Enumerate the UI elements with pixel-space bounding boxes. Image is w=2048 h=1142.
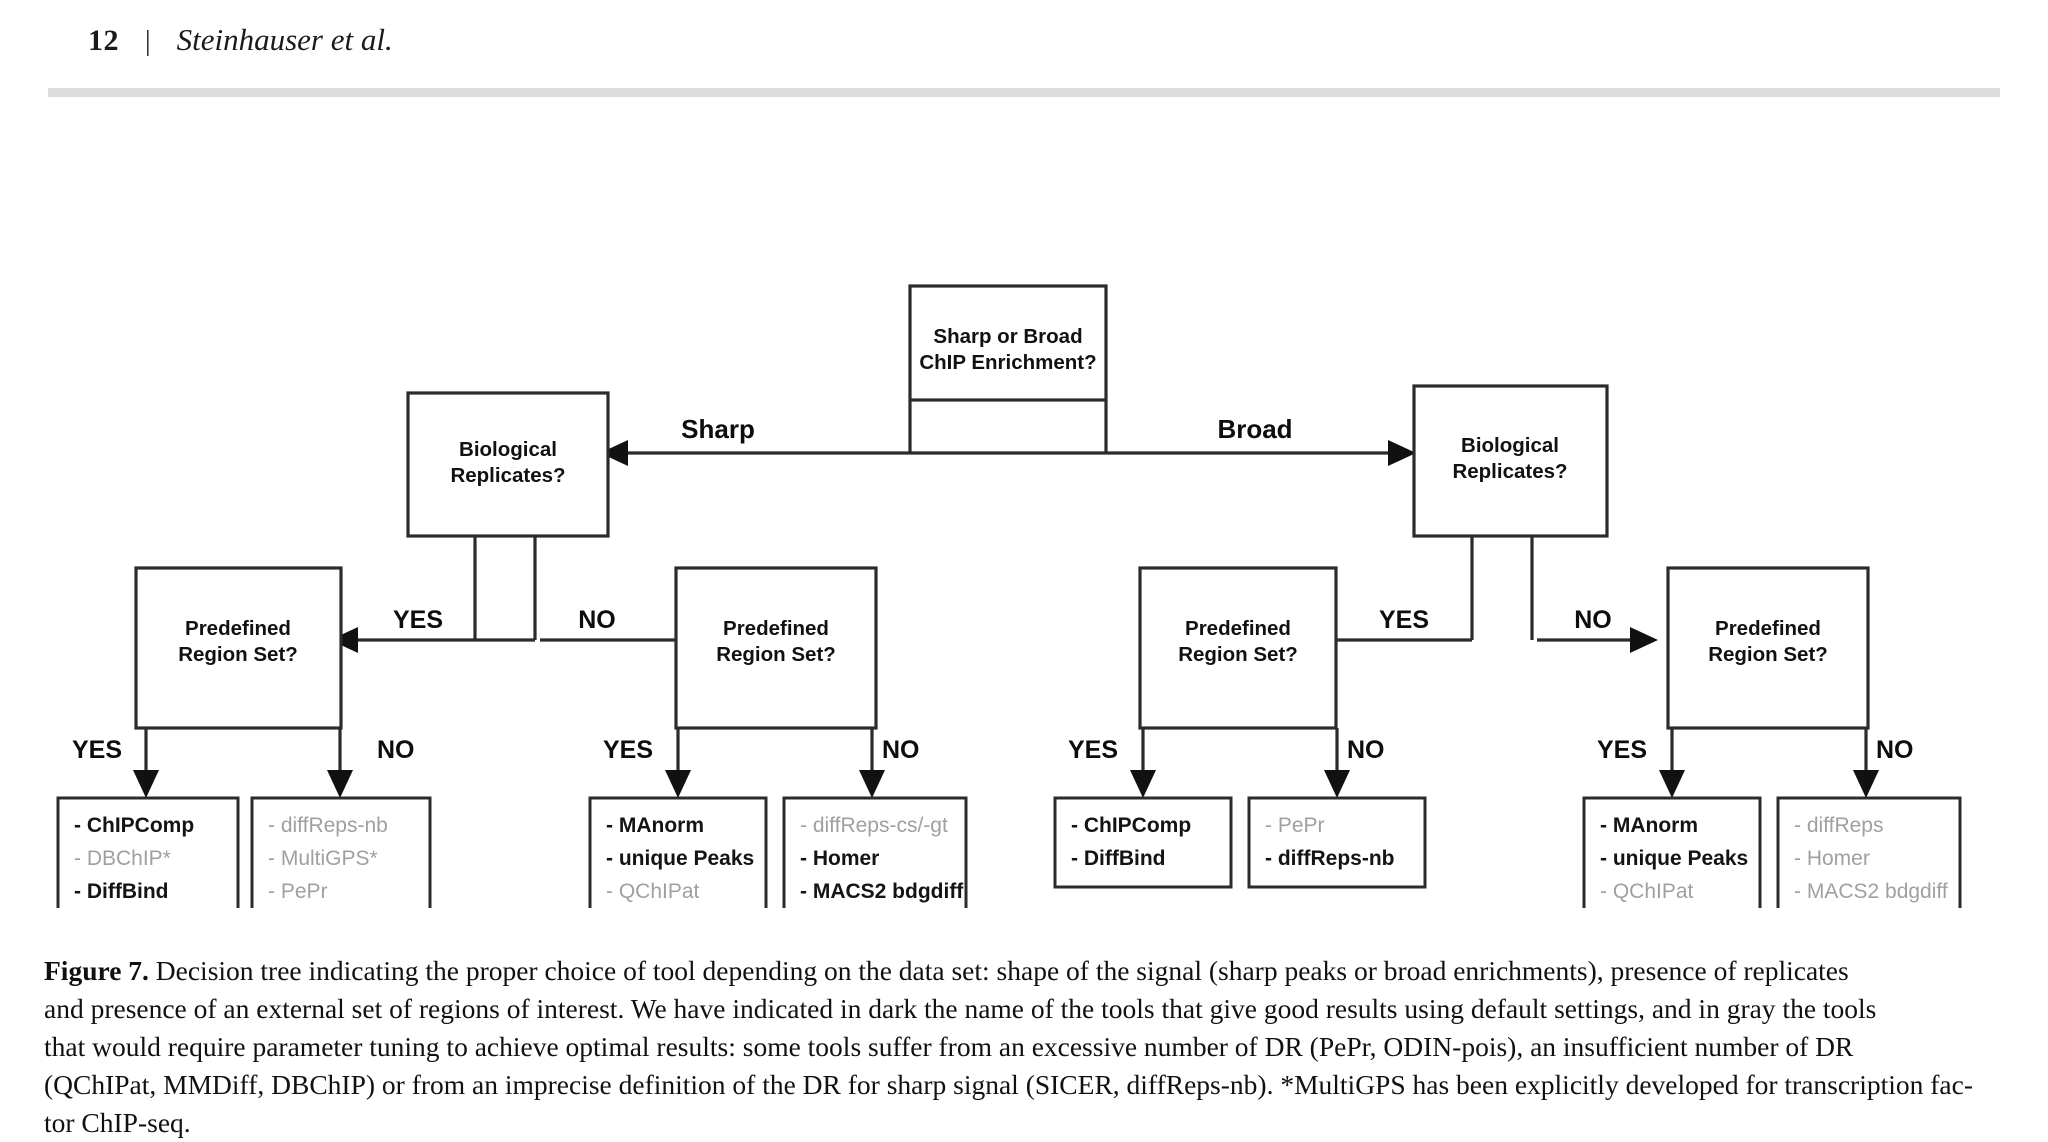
caption-line-3: that would require parameter tuning to a…: [44, 1031, 1854, 1062]
leaf-item: - MACS2 bdgdiff: [1794, 880, 1948, 903]
edge-label-sharp-no: NO: [578, 606, 616, 634]
leaf-box[interactable]: - diffReps-nb - MultiGPS* - PePr: [250, 796, 432, 908]
figure-decision-tree: Sharp or Broad ChIP Enrichment? Biologic…: [0, 108, 2048, 908]
node-bio-rep-broad[interactable]: Biological Replicates?: [1412, 384, 1609, 538]
edge-label-broad-no: NO: [1574, 606, 1612, 634]
edge-label-broad: Broad: [1217, 414, 1292, 444]
leaf-item: - Homer: [800, 847, 879, 870]
edge-label-broad-yes: YES: [1379, 606, 1429, 634]
node-predef-4-line1: Predefined: [1715, 617, 1821, 640]
leaf-box[interactable]: - diffReps-cs/-gt- Homer- MACS2 bdgdiff-…: [782, 796, 968, 908]
leaf-item: - MACS2 bdgdiff: [800, 880, 964, 903]
leaf-item: - QChIPat: [606, 880, 700, 903]
arrowhead-broad-no: [1630, 627, 1658, 653]
leaf-item: - ChIPComp: [1071, 814, 1191, 837]
arrowhead-leaf-5: [1130, 770, 1156, 798]
leaf-item: - PePr: [268, 880, 328, 903]
page-number: 12: [88, 24, 119, 57]
node-predef-1-line1: Predefined: [185, 617, 291, 640]
node-predef-broad-no[interactable]: Predefined Region Set?: [1666, 566, 1870, 730]
arrowhead-leaf-4: [859, 770, 885, 798]
node-predef-2-line2: Region Set?: [716, 643, 836, 666]
node-predef-3-line1: Predefined: [1185, 617, 1291, 640]
node-bio-rep-sharp-line1: Biological: [459, 438, 557, 461]
leaf-box[interactable]: - ChIPComp - DiffBind: [1053, 796, 1233, 889]
leaf-item: - DBChIP*: [74, 847, 171, 870]
caption-label: Figure 7.: [44, 955, 149, 986]
arrowhead-leaf-7: [1659, 770, 1685, 798]
node-predef-sharp-no[interactable]: Predefined Region Set?: [674, 566, 878, 730]
arrowhead-sharp-yes: [330, 627, 358, 653]
leaf-box[interactable]: - ChIPComp- DBChIP*- DiffBind- MMDiff: [56, 796, 240, 908]
edge-label-leaf-1: YES: [72, 736, 122, 764]
leaf-boxes-layer: - ChIPComp- DBChIP*- DiffBind- MMDiff- d…: [56, 796, 1962, 908]
leaf-item: - diffReps-nb: [268, 814, 388, 837]
edge-broad-replicates-split: [1285, 536, 1640, 642]
arrowhead-broad: [1388, 440, 1416, 466]
caption-line-1-text: Decision tree indicating the proper choi…: [148, 955, 1849, 986]
node-bio-rep-broad-line1: Biological: [1461, 434, 1559, 457]
arrowhead-leaf-8: [1853, 770, 1879, 798]
node-root-line2: ChIP Enrichment?: [919, 351, 1096, 374]
leaf-box[interactable]: - diffReps- Homer- MACS2 bdgdiff- ODIN-p…: [1776, 796, 1962, 908]
node-bio-rep-sharp[interactable]: Biological Replicates?: [406, 391, 610, 538]
leaf-item: - DiffBind: [1071, 847, 1165, 870]
leaf-item: - unique Peaks: [1600, 847, 1748, 870]
caption-line-4: (QChIPat, MMDiff, DBChIP) or from an imp…: [44, 1069, 1973, 1100]
caption-line-1: Figure 7. Decision tree indicating the p…: [44, 952, 2006, 990]
running-head: 12 | Steinhauser et al.: [88, 22, 393, 58]
leaf-item: - MAnorm: [1600, 814, 1698, 837]
edge-label-sharp-yes: YES: [393, 606, 443, 634]
leaf-item: - PePr: [1265, 814, 1325, 837]
running-head-separator: |: [145, 26, 151, 57]
arrowhead-leaf-1: [133, 770, 159, 798]
caption-line-5: tor ChIP-seq.: [44, 1107, 191, 1138]
edge-sharp-replicates-split: [348, 536, 700, 642]
edge-label-leaf-6: NO: [1347, 736, 1385, 764]
leaf-item: - unique Peaks: [606, 847, 754, 870]
arrowhead-leaf-6: [1324, 770, 1350, 798]
leaf-item: - MAnorm: [606, 814, 704, 837]
node-predef-sharp-yes[interactable]: Predefined Region Set?: [134, 566, 343, 730]
leaf-item: - Homer: [1794, 847, 1870, 870]
node-root-line1: Sharp or Broad: [933, 325, 1082, 348]
flowchart-svg: Sharp or Broad ChIP Enrichment? Biologic…: [56, 284, 1962, 908]
leaf-item: - QChIPat: [1600, 880, 1694, 903]
leaf-item: - diffReps: [1794, 814, 1884, 837]
node-root[interactable]: Sharp or Broad ChIP Enrichment?: [908, 284, 1108, 402]
arrowhead-leaf-2: [327, 770, 353, 798]
edge-label-leaf-4: NO: [882, 736, 920, 764]
running-head-authors: Steinhauser et al.: [176, 22, 393, 57]
leaf-item: - diffReps-nb: [1265, 847, 1394, 870]
leaf-box[interactable]: - MAnorm - unique Peaks - QChIPat: [588, 796, 768, 908]
figure-caption: Figure 7. Decision tree indicating the p…: [44, 952, 2006, 1142]
node-predef-2-line1: Predefined: [723, 617, 829, 640]
arrowhead-sharp: [600, 440, 628, 466]
node-bio-rep-sharp-line2: Replicates?: [450, 464, 565, 487]
leaf-box[interactable]: - MAnorm - unique Peaks - QChIPat: [1582, 796, 1762, 908]
node-predef-1-line2: Region Set?: [178, 643, 298, 666]
leaf-item: - ChIPComp: [74, 814, 194, 837]
leaf-box[interactable]: - PePr - diffReps-nb: [1247, 796, 1427, 889]
arrowhead-leaf-3: [665, 770, 691, 798]
leaf-item: - diffReps-cs/-gt: [800, 814, 948, 837]
edge-label-leaf-8: NO: [1876, 736, 1914, 764]
caption-line-2: and presence of an external set of regio…: [44, 993, 1877, 1024]
leaf-item: - MultiGPS*: [268, 847, 378, 870]
edge-root-split: [620, 400, 1396, 455]
edge-label-leaf-3: YES: [603, 736, 653, 764]
node-predef-broad-yes[interactable]: Predefined Region Set?: [1138, 566, 1338, 730]
node-predef-3-line2: Region Set?: [1178, 643, 1298, 666]
node-bio-rep-broad-line2: Replicates?: [1452, 460, 1567, 483]
edge-label-leaf-5: YES: [1068, 736, 1118, 764]
header-rule: [48, 88, 2000, 97]
edge-label-leaf-7: YES: [1597, 736, 1647, 764]
leaf-item: - DiffBind: [74, 880, 168, 903]
edge-label-sharp: Sharp: [681, 414, 755, 444]
node-predef-4-line2: Region Set?: [1708, 643, 1828, 666]
edge-label-leaf-2: NO: [377, 736, 415, 764]
